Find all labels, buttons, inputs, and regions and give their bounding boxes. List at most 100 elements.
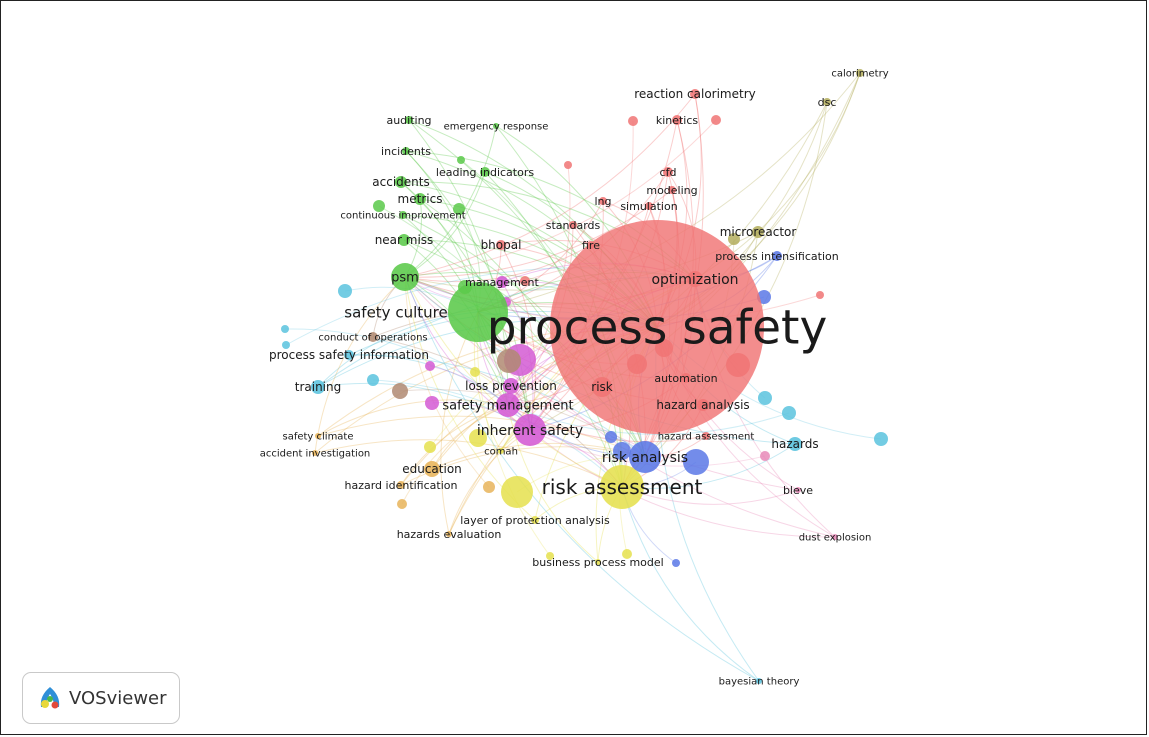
hazard-analysis-label[interactable]: hazard analysis <box>656 398 749 412</box>
conduct-of-operations-label[interactable]: conduct of operations <box>318 333 427 344</box>
management-label[interactable]: management <box>465 276 539 289</box>
dust-explosion-label[interactable]: dust explosion <box>799 533 872 544</box>
hazards-evaluation-node[interactable] <box>446 531 452 537</box>
process-safety-information-node[interactable] <box>344 350 354 360</box>
node-bubble[interactable] <box>497 349 521 373</box>
risk-analysis-label[interactable]: risk analysis <box>602 450 688 466</box>
auditing-label[interactable]: auditing <box>386 114 431 127</box>
incidents-label[interactable]: incidents <box>381 145 431 158</box>
cfd-node[interactable] <box>663 167 673 177</box>
node-bubble[interactable] <box>816 291 824 299</box>
modeling-node[interactable] <box>668 186 676 194</box>
node-bubble[interactable] <box>758 391 772 405</box>
emergency-response-label[interactable]: emergency response <box>444 122 549 133</box>
emergency-response-node[interactable] <box>493 123 499 129</box>
safety-management-node[interactable] <box>496 393 520 417</box>
simulation-node[interactable] <box>645 202 653 210</box>
comah-node[interactable] <box>498 448 504 454</box>
education-label[interactable]: education <box>402 462 462 476</box>
psm-node[interactable] <box>391 263 419 291</box>
node-bubble[interactable] <box>760 451 770 461</box>
node-bubble[interactable] <box>424 441 436 453</box>
hazard-identification-label[interactable]: hazard identification <box>345 479 458 492</box>
bhopal-node[interactable] <box>496 240 506 250</box>
training-label[interactable]: training <box>295 380 342 394</box>
node-bubble[interactable] <box>338 284 352 298</box>
dsc-label[interactable]: dsc <box>818 96 837 109</box>
continuous-improvement-node[interactable] <box>399 211 407 219</box>
reaction-calorimetry-label[interactable]: reaction calorimetry <box>634 87 756 101</box>
node-bubble[interactable] <box>672 559 680 567</box>
fire-label[interactable]: fire <box>582 239 600 252</box>
node-bubble[interactable] <box>282 341 290 349</box>
node-bubble[interactable] <box>281 325 289 333</box>
risk-node[interactable] <box>592 377 612 397</box>
optimization-node[interactable] <box>687 271 703 287</box>
management-node[interactable] <box>496 276 508 288</box>
calorimetry-label[interactable]: calorimetry <box>831 69 888 80</box>
safety-climate-node[interactable] <box>315 433 321 439</box>
lng-node[interactable] <box>599 197 607 205</box>
node-bubble[interactable] <box>622 549 632 559</box>
continuous-improvement-label[interactable]: continuous improvement <box>340 211 465 222</box>
risk-analysis-node[interactable] <box>629 441 661 473</box>
dsc-node[interactable] <box>823 98 831 106</box>
calorimetry-node[interactable] <box>856 69 864 77</box>
reaction-calorimetry-node[interactable] <box>690 89 700 99</box>
layer-of-protection-analysis-node[interactable] <box>531 516 539 524</box>
hazards-node[interactable] <box>788 437 802 451</box>
inherent-safety-label[interactable]: inherent safety <box>477 423 583 439</box>
node-bubble[interactable] <box>874 432 888 446</box>
node-bubble[interactable] <box>425 396 439 410</box>
near-miss-label[interactable]: near miss <box>375 233 434 247</box>
leading-indicators-node[interactable] <box>480 167 490 177</box>
node-bubble[interactable] <box>397 499 407 509</box>
training-node[interactable] <box>311 380 325 394</box>
bleve-node[interactable] <box>795 487 801 493</box>
node-bubble[interactable] <box>453 203 465 215</box>
fire-node[interactable] <box>587 241 595 249</box>
node-bubble[interactable] <box>501 476 533 508</box>
node-bubble[interactable] <box>392 383 408 399</box>
bhopal-label[interactable]: bhopal <box>481 238 522 252</box>
risk-label[interactable]: risk <box>591 380 613 394</box>
modeling-label[interactable]: modeling <box>646 184 697 197</box>
vosviewer-badge[interactable]: VOSviewer <box>22 672 180 724</box>
auditing-node[interactable] <box>405 116 413 124</box>
node-bubble[interactable] <box>728 233 740 245</box>
accident-investigation-label[interactable]: accident investigation <box>260 449 371 460</box>
hazard-assessment-label[interactable]: hazard assessment <box>658 432 755 443</box>
accident-investigation-node[interactable] <box>312 450 318 456</box>
standards-label[interactable]: standards <box>546 219 601 232</box>
near-miss-node[interactable] <box>398 234 410 246</box>
node-bubble[interactable] <box>711 115 721 125</box>
node-bubble[interactable] <box>546 552 554 560</box>
comah-label[interactable]: comah <box>484 447 518 458</box>
incidents-node[interactable] <box>402 147 410 155</box>
hazards-label[interactable]: hazards <box>771 437 818 451</box>
hazard-analysis-node[interactable] <box>697 399 709 411</box>
process-safety-label[interactable]: process safety <box>487 300 828 355</box>
node-bubble[interactable] <box>373 200 385 212</box>
node-bubble[interactable] <box>605 431 617 443</box>
node-bubble[interactable] <box>367 374 379 386</box>
safety-management-label[interactable]: safety management <box>442 399 573 414</box>
loss-prevention-node[interactable] <box>503 378 519 394</box>
node-bubble[interactable] <box>628 116 638 126</box>
kinetics-node[interactable] <box>672 115 682 125</box>
simulation-label[interactable]: simulation <box>620 200 677 213</box>
safety-culture-node[interactable] <box>448 282 508 342</box>
education-node[interactable] <box>424 461 440 477</box>
node-bubble[interactable] <box>425 361 435 371</box>
accidents-label[interactable]: accidents <box>372 175 429 189</box>
metrics-node[interactable] <box>414 193 426 205</box>
process-safety-information-label[interactable]: process safety information <box>269 348 429 362</box>
node-bubble[interactable] <box>520 276 530 286</box>
automation-node[interactable] <box>681 373 691 383</box>
metrics-label[interactable]: metrics <box>398 192 443 206</box>
automation-label[interactable]: automation <box>654 372 717 385</box>
node-bubble[interactable] <box>470 367 480 377</box>
inherent-safety-node[interactable] <box>514 414 546 446</box>
risk-assessment-label[interactable]: risk assessment <box>542 475 703 499</box>
safety-culture-label[interactable]: safety culture <box>344 303 447 321</box>
